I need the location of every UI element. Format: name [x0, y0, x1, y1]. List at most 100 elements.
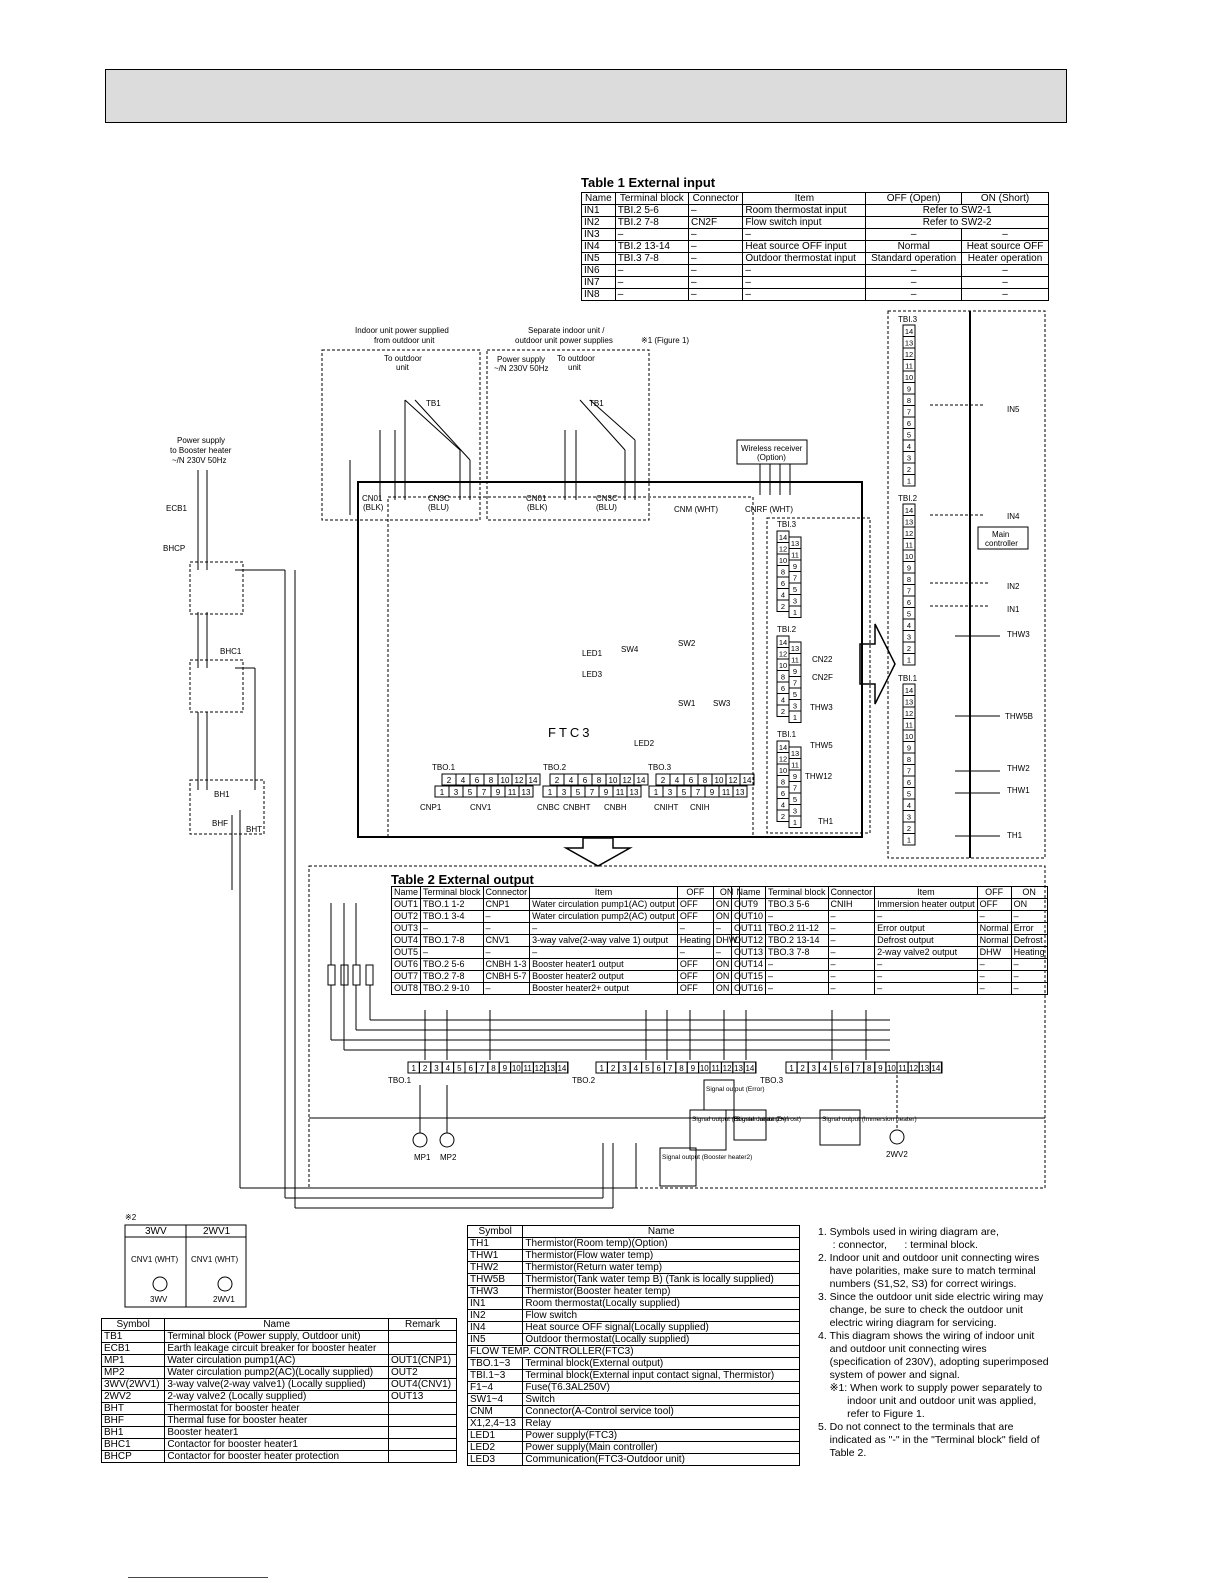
- tbi-terminal-number: 13: [791, 644, 799, 653]
- bht-label: BHT: [246, 825, 262, 834]
- table2-cell: CNV1: [482, 934, 531, 947]
- tbi-terminal-number: 1: [793, 608, 797, 617]
- tbi-terminal-number: 8: [907, 396, 911, 405]
- terminal-number: 9: [878, 1064, 883, 1073]
- table2-cell: CNIH: [827, 898, 876, 911]
- terminal-number: 4: [446, 1064, 451, 1073]
- tbi-terminal-number: 8: [781, 673, 785, 682]
- note-line: indicated as "-" in the "Terminal block"…: [818, 1434, 1040, 1446]
- booster-ps-1: Power supply: [177, 436, 225, 445]
- tbi-terminal-number: 8: [907, 575, 911, 584]
- legend-cell: [388, 1330, 457, 1343]
- power-spec-label: ~/N 230V 50Hz: [494, 364, 548, 373]
- terminal-number: 7: [482, 788, 487, 797]
- table2-header-cell: Connector: [482, 886, 531, 899]
- tbi-terminal-number: 12: [905, 709, 913, 718]
- table2-cell: Water circulation pump2(AC) output: [529, 910, 678, 923]
- table2-cell: –: [529, 922, 678, 935]
- terminal-number: 11: [898, 1064, 907, 1073]
- table2-cell: CNP1: [482, 898, 531, 911]
- note-line: Table 2.: [818, 1447, 867, 1459]
- tbi-terminal-number: 6: [907, 598, 911, 607]
- terminal-cell: [929, 1061, 942, 1074]
- table2-cell: –: [827, 958, 876, 971]
- cn01-label: CN01: [362, 494, 383, 503]
- table2-cell: –: [676, 946, 714, 959]
- indoor-title-2: from outdoor unit: [374, 336, 435, 345]
- legend-cell: [388, 1342, 457, 1355]
- terminal-number: 3: [434, 1064, 439, 1073]
- terminal-number: 5: [682, 788, 687, 797]
- table2-cell: Defrost: [1010, 934, 1048, 947]
- cn01-label-2: CN01: [526, 494, 547, 503]
- terminal-number: 14: [637, 776, 646, 785]
- tbi-terminal-number: 14: [905, 686, 913, 695]
- tbi-terminal-number: 14: [779, 743, 787, 752]
- legend-cell: FLOW TEMP. CONTROLLER(FTC3): [467, 1345, 800, 1358]
- table2-cell: 3-way valve(2-way valve 1) output: [529, 934, 678, 947]
- legend-cell: MP2: [100, 1366, 166, 1379]
- tbi-terminal-number: 5: [793, 585, 797, 594]
- legend-cell: MP1: [100, 1354, 166, 1367]
- terminal-number: 13: [546, 1064, 555, 1073]
- tbo2-label: TBO.2: [543, 763, 567, 772]
- terminal-number: 6: [689, 776, 694, 785]
- table2-cell: OUT10: [730, 910, 767, 923]
- tbi-terminal-number: 11: [791, 551, 799, 560]
- tbi-terminal-cell: [788, 605, 802, 618]
- output-box: [308, 865, 1046, 1189]
- legend-cell: TB1: [100, 1330, 166, 1343]
- note-line: 1. Symbols used in wiring diagram are,: [818, 1226, 999, 1238]
- legend-cell: Terminal block(External input contact si…: [522, 1369, 800, 1382]
- legend-cell: Relay: [522, 1417, 800, 1430]
- thw2-right: THW2: [1007, 764, 1030, 773]
- tbi-terminal-number: 3: [793, 702, 797, 711]
- terminal-number: 12: [535, 1064, 544, 1073]
- legend-cell: THW3: [466, 1285, 524, 1298]
- to-outdoor-unit-1: unit: [396, 363, 410, 372]
- terminal-number: 11: [712, 1064, 721, 1073]
- tbi-terminal-number: 3: [793, 597, 797, 606]
- table1-cell: –: [742, 288, 867, 301]
- tbi-terminal-number: 11: [905, 541, 913, 550]
- tbi3-label: TBI.3: [777, 520, 797, 529]
- tbi-terminal-strips: 1413121110987654321141312111098765432114…: [776, 324, 916, 846]
- legend-cell: OUT4(CNV1): [388, 1378, 457, 1391]
- tbi-terminal-number: 3: [907, 633, 911, 642]
- table2-cell: –: [976, 910, 1012, 923]
- table2-cell: TBO.1 7-8: [420, 934, 484, 947]
- terminal-number: 3: [454, 788, 459, 797]
- legend-cell: IN4: [466, 1321, 524, 1334]
- table2-row: OUT15–––––: [730, 970, 1048, 983]
- table2-header-cell: Terminal block: [765, 886, 829, 899]
- thw3-right: THW3: [1007, 630, 1030, 639]
- terminal-number: 11: [616, 788, 625, 797]
- tbi-terminal-cell: [902, 833, 916, 846]
- bhc1-label: BHC1: [220, 647, 242, 656]
- tbi-terminal-number: 2: [781, 707, 785, 716]
- tb1-label-1: TB1: [426, 399, 441, 408]
- legend-cell: [388, 1402, 457, 1415]
- terminal-number: 2: [611, 1064, 616, 1073]
- legend-cell: Switch: [522, 1393, 800, 1406]
- terminal-number: 2: [661, 776, 666, 785]
- legend-header-cell: Name: [164, 1318, 390, 1331]
- tbi-terminal-number: 12: [779, 650, 787, 659]
- table2-cell: DHW: [976, 946, 1012, 959]
- table2-cell: OUT6: [390, 958, 422, 971]
- table2-cell: OUT5: [390, 946, 422, 959]
- tbi-terminal-number: 10: [905, 373, 913, 382]
- tbi-terminal-number: 10: [779, 556, 787, 565]
- footer-link-line[interactable]: [128, 1577, 268, 1578]
- table2-cell: OUT8: [390, 982, 422, 995]
- terminal-number: 13: [522, 788, 531, 797]
- legend-cell: Terminal block (Power supply, Outdoor un…: [164, 1330, 390, 1343]
- terminal-number: 4: [569, 776, 574, 785]
- table2-cell: –: [482, 946, 531, 959]
